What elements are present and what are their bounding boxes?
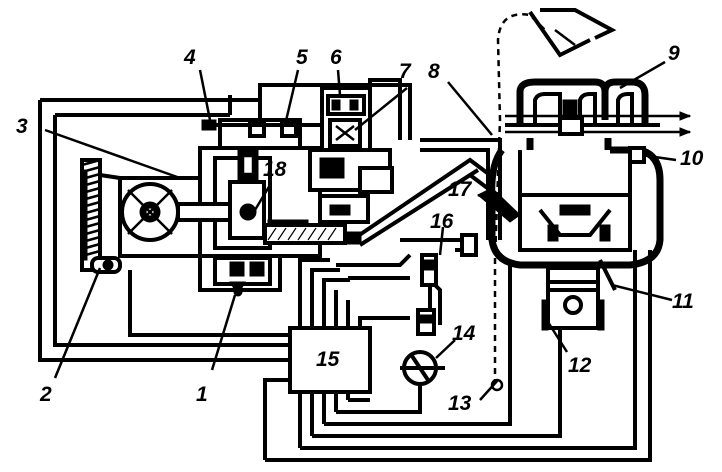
callout-5: 5 [296,46,308,69]
callout-2: 2 [39,383,52,406]
callout-7: 7 [399,60,412,83]
callout-8: 8 [428,60,440,83]
callout-16: 16 [430,210,454,233]
callout-12: 12 [568,354,592,377]
callout-11: 11 [672,290,694,313]
ecu-box [288,326,372,394]
top-fittings [201,119,320,138]
callout-9: 9 [668,42,680,65]
engine-cylinder-head [468,78,692,331]
callout-1: 1 [196,383,208,406]
accelerator-cable [493,13,546,385]
callout-4: 4 [183,46,196,69]
callout-14: 14 [452,322,476,345]
leader-lines [44,60,677,401]
drive-pulley [80,158,122,274]
sensor-14 [400,350,445,386]
callout-18: 18 [263,158,287,181]
callout-labels: 1 2 3 4 5 6 7 8 9 10 11 12 13 14 15 16 1… [16,42,704,415]
callout-17: 17 [448,178,473,201]
callout-13: 13 [448,392,472,415]
callout-6: 6 [330,46,342,69]
callout-10: 10 [680,147,704,170]
accelerator-pedal [528,8,617,58]
valve-16-assembly [416,233,478,336]
callout-15: 15 [316,348,340,371]
callout-3: 3 [16,115,28,138]
metering-sleeve [263,223,347,245]
pump-solenoid-assembly [308,78,402,245]
